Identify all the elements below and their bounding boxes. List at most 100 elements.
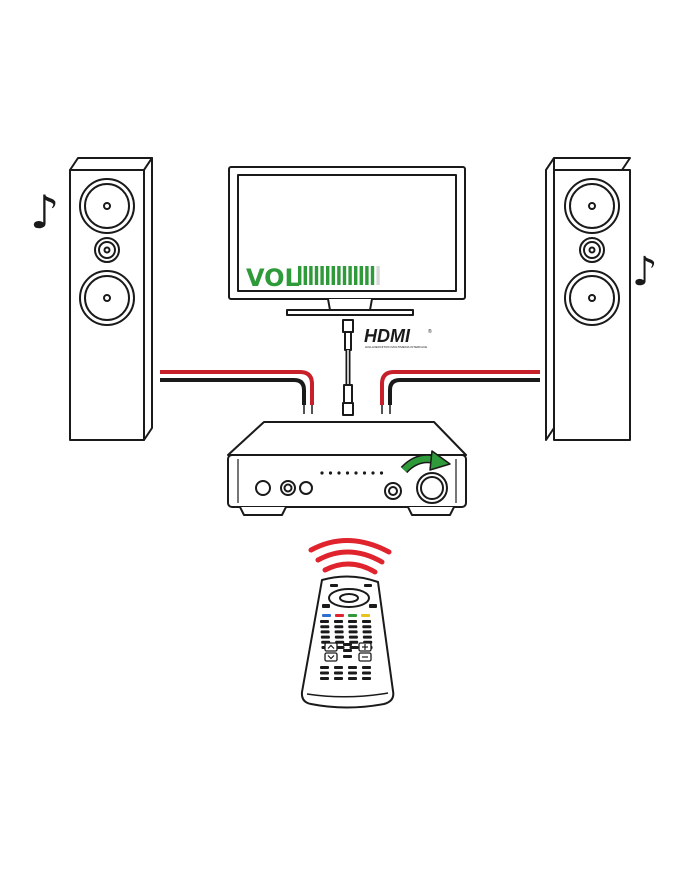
tv-volume-bar: [331, 266, 335, 285]
tv-volume-bar: [359, 266, 363, 285]
left-speaker-tweeter: [94, 237, 120, 263]
remote-button[interactable]: [348, 666, 357, 669]
remote-button[interactable]: [320, 635, 330, 639]
remote-button[interactable]: [348, 625, 358, 629]
left-speaker-woofer-top: [79, 178, 135, 234]
tv-volume-bar: [376, 266, 380, 285]
remote-button[interactable]: [334, 666, 343, 669]
remote-rocker-button[interactable]: [324, 642, 338, 652]
remote-button[interactable]: [362, 666, 371, 669]
amp-led-indicators: [320, 471, 384, 475]
remote-button[interactable]: [362, 625, 372, 629]
amp-led: [362, 471, 367, 475]
chevron-up-icon: [327, 644, 335, 649]
tv-volume-indicator: VOL: [246, 264, 380, 292]
music-note-right-icon: ♪: [632, 249, 658, 295]
tv-volume-bar: [342, 266, 347, 285]
amp-led: [354, 471, 358, 475]
remote-button[interactable]: [320, 630, 330, 634]
tv-volume-bar: [298, 266, 302, 285]
amp-led: [345, 471, 350, 475]
right-speaker: [545, 157, 631, 441]
remote-button[interactable]: [320, 666, 329, 669]
remote-button[interactable]: [348, 635, 358, 639]
remote-button[interactable]: [335, 646, 345, 649]
remote-button[interactable]: [334, 671, 343, 675]
remote-button[interactable]: [369, 604, 377, 608]
tv-volume-bars: [298, 266, 380, 285]
right-speaker-woofer-top: [564, 178, 620, 234]
remote-button[interactable]: [334, 630, 344, 634]
tv-volume-bar: [320, 266, 324, 285]
tv-volume-bar: [303, 266, 307, 285]
amp-power-button[interactable]: [255, 480, 271, 496]
hdmi-cable: [342, 319, 354, 416]
remote-button[interactable]: [320, 677, 329, 680]
tv-volume-bar: [348, 266, 352, 285]
volume-knob-arrow-icon: [400, 450, 451, 474]
remote-button[interactable]: [362, 635, 372, 639]
hdmi-logo: HDMI ® HIGH-DEFINITION MULTIMEDIA INTERF…: [364, 326, 432, 349]
remote-color-button[interactable]: [361, 614, 370, 617]
remote-button[interactable]: [335, 640, 345, 644]
right-speaker-tweeter: [579, 237, 605, 263]
remote-button[interactable]: [334, 620, 343, 623]
left-speaker-wire: [160, 370, 314, 414]
remote-button[interactable]: [362, 630, 372, 634]
television: [228, 166, 466, 316]
remote-button[interactable]: [348, 630, 358, 634]
remote-rocker-button[interactable]: [324, 652, 338, 662]
remote-button[interactable]: [349, 646, 359, 649]
tv-volume-bar: [365, 266, 369, 285]
amp-led: [320, 471, 324, 475]
remote-button[interactable]: [334, 677, 343, 680]
remote-button[interactable]: [322, 604, 330, 608]
remote-button[interactable]: [330, 584, 338, 587]
amplifier-controls: [255, 472, 448, 504]
right-speaker-woofer-bottom: [564, 270, 620, 326]
remote-button[interactable]: [362, 620, 371, 623]
remote-signal-waves-icon: [308, 538, 392, 575]
left-speaker: [69, 157, 153, 441]
remote-control: [300, 575, 395, 709]
right-speaker-wire: [380, 370, 540, 414]
remote-button[interactable]: [334, 635, 344, 639]
remote-button[interactable]: [343, 655, 352, 658]
remote-button[interactable]: [343, 649, 352, 652]
hdmi-tagline: HIGH-DEFINITION MULTIMEDIA INTERFACE: [365, 345, 427, 349]
amp-led: [371, 471, 375, 475]
remote-button[interactable]: [334, 625, 344, 629]
remote-button[interactable]: [320, 625, 330, 629]
tv-volume-bar: [354, 266, 358, 285]
remote-button[interactable]: [364, 584, 372, 587]
chevron-down-icon: [327, 655, 335, 660]
remote-button[interactable]: [349, 640, 359, 644]
remote-button[interactable]: [320, 620, 329, 623]
remote-color-button[interactable]: [335, 614, 344, 617]
remote-button-grid: [320, 584, 377, 680]
left-speaker-woofer-bottom: [79, 270, 135, 326]
remote-button[interactable]: [362, 671, 371, 675]
hdmi-logo-text: HDMI: [364, 326, 411, 346]
music-note-left-icon: ♪: [30, 185, 59, 239]
remote-button[interactable]: [320, 671, 329, 675]
remote-button[interactable]: [348, 671, 357, 675]
hdmi-trademark: ®: [428, 328, 432, 335]
remote-button[interactable]: [362, 677, 371, 680]
tv-volume-label: VOL: [246, 264, 300, 292]
remote-button[interactable]: [348, 677, 357, 680]
amp-select-button[interactable]: [299, 481, 313, 495]
remote-color-button[interactable]: [348, 614, 357, 617]
amp-led: [328, 471, 333, 475]
remote-button[interactable]: [348, 620, 357, 623]
remote-color-button[interactable]: [322, 614, 331, 617]
amp-led: [337, 471, 341, 475]
remote-button[interactable]: [343, 643, 352, 646]
amp-led: [379, 471, 384, 475]
tv-volume-bar: [309, 266, 313, 285]
tv-volume-bar: [326, 266, 330, 285]
remote-dpad[interactable]: [328, 588, 370, 608]
tv-volume-bar: [314, 266, 319, 285]
tv-volume-bar: [337, 266, 341, 285]
